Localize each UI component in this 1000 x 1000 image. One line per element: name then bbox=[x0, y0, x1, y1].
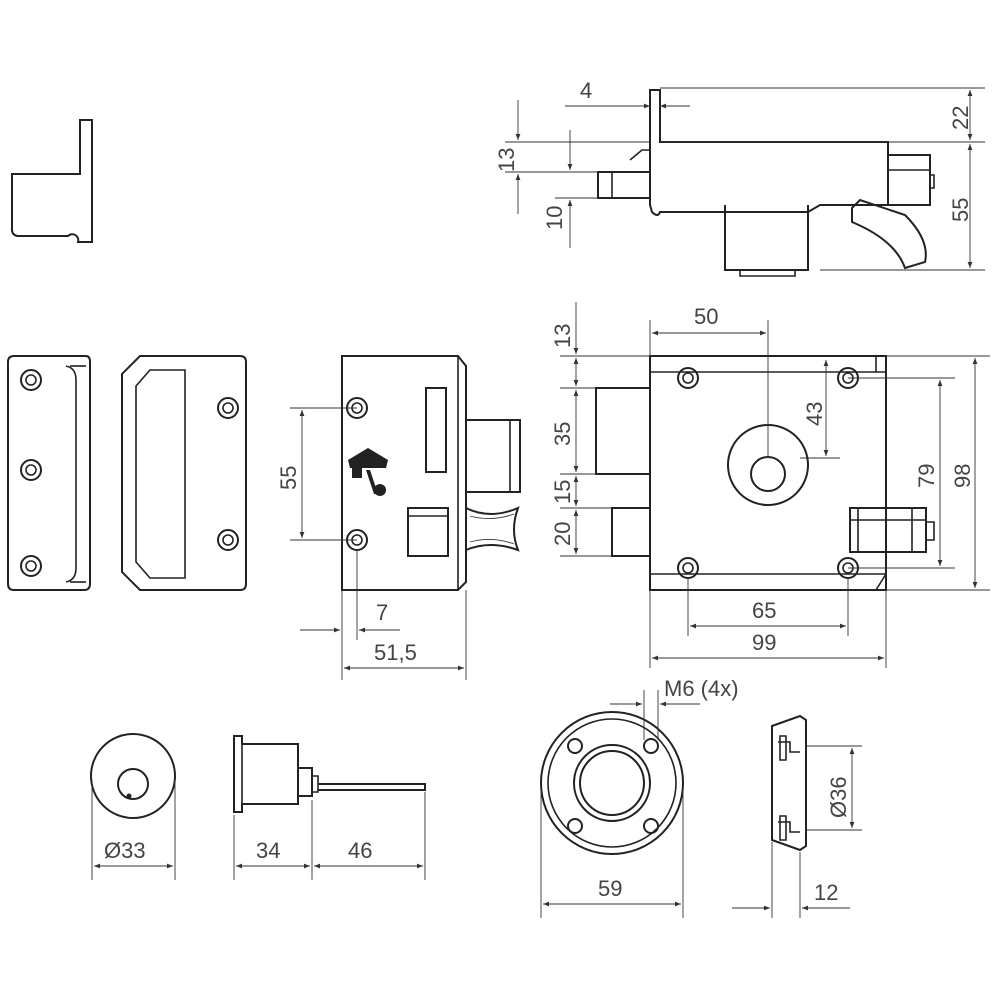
dim-front-15: 15 bbox=[550, 480, 575, 504]
dim-side-55: 55 bbox=[276, 466, 301, 490]
dim-front-43: 43 bbox=[802, 402, 827, 426]
dim-front-50: 50 bbox=[694, 304, 718, 329]
rose-front-view bbox=[540, 711, 684, 855]
dim-rose-diameter-36: Ø36 bbox=[826, 776, 851, 818]
dim-side-7: 7 bbox=[376, 600, 388, 625]
dim-front-20: 20 bbox=[550, 522, 575, 546]
rose-side-view bbox=[771, 714, 807, 852]
dim-rose-12: 12 bbox=[814, 880, 838, 905]
dim-cylinder-diameter-33: Ø33 bbox=[104, 838, 146, 863]
dim-front-35: 35 bbox=[550, 422, 575, 446]
dim-top-13: 13 bbox=[494, 148, 519, 172]
dim-side-51-5: 51,5 bbox=[374, 640, 417, 665]
rose-front-dimensions bbox=[540, 690, 700, 918]
strike-box-front bbox=[121, 355, 247, 591]
lock-back-view bbox=[341, 355, 521, 591]
dim-rose-m6: M6 (4x) bbox=[664, 676, 739, 701]
cylinder-front-view bbox=[90, 733, 176, 819]
lock-top-view bbox=[597, 89, 935, 277]
dim-front-79: 79 bbox=[914, 464, 939, 488]
dim-cylinder-34: 34 bbox=[256, 838, 280, 863]
dim-front-13: 13 bbox=[550, 324, 575, 348]
dim-front-98: 98 bbox=[950, 464, 975, 488]
lock-brand-logo bbox=[348, 448, 388, 496]
dim-front-99: 99 bbox=[752, 630, 776, 655]
dim-top-10: 10 bbox=[542, 206, 567, 230]
dim-top-55: 55 bbox=[948, 198, 973, 222]
dim-top-22: 22 bbox=[948, 106, 973, 130]
strike-plate-front bbox=[7, 355, 91, 591]
strike-plate-l-view bbox=[11, 119, 93, 243]
front-view-dimensions bbox=[560, 302, 990, 668]
dim-top-4: 4 bbox=[580, 78, 592, 103]
dim-front-65: 65 bbox=[752, 598, 776, 623]
dim-rose-59: 59 bbox=[598, 876, 622, 901]
back-view-dimensions bbox=[290, 407, 467, 680]
lock-front-view bbox=[595, 355, 935, 591]
cylinder-front-dimensions bbox=[91, 780, 176, 880]
rose-side-dimensions bbox=[732, 745, 862, 918]
cylinder-side-view bbox=[233, 735, 426, 813]
cylinder-side-dimensions bbox=[233, 792, 426, 880]
top-view-dimensions bbox=[505, 87, 985, 271]
dim-cylinder-46: 46 bbox=[348, 838, 372, 863]
